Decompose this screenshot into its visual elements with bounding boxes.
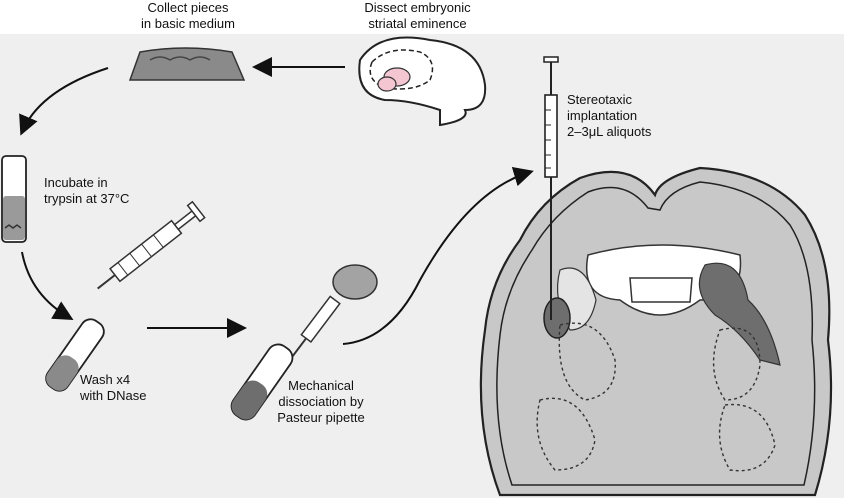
collect-line1: Collect pieces <box>147 0 229 15</box>
header-band <box>0 0 844 34</box>
arrow-incubate-to-wash <box>21 251 74 320</box>
brain-section <box>479 166 833 497</box>
arrow-mechanical-to-implant <box>342 167 534 345</box>
flow-arrows <box>19 57 534 345</box>
implant-label: Stereotaxic implantation 2–3μL aliquots <box>567 92 651 140</box>
mechanical-line2: dissociation by <box>278 394 364 409</box>
implant-line1: Stereotaxic <box>567 92 633 107</box>
incubate-line2: trypsin at 37°C <box>44 191 130 206</box>
embryo-brain-icon <box>358 36 487 127</box>
collect-label: Collect pieces in basic medium <box>123 0 253 32</box>
implant-line3: 2–3μL aliquots <box>567 124 652 139</box>
wash-label: Wash x4 with DNase <box>80 372 146 404</box>
implant-line2: implantation <box>567 108 638 123</box>
collect-line2: in basic medium <box>141 16 235 31</box>
petri-dish-icon <box>128 47 246 81</box>
wash-line1: Wash x4 <box>80 372 131 387</box>
syringe-icon <box>97 200 206 290</box>
dissect-label: Dissect embryonic striatal eminence <box>340 0 495 32</box>
arrow-collect-to-incubate <box>19 67 109 136</box>
wash-line2: with DNase <box>80 388 147 403</box>
mechanical-label: Mechanical dissociation by Pasteur pipet… <box>266 378 376 426</box>
graft-site <box>543 297 571 339</box>
incubate-label: Incubate in trypsin at 37°C <box>44 175 129 207</box>
dissect-line1: Dissect embryonic <box>364 0 471 15</box>
dissociation-tube-icon <box>230 343 294 421</box>
test-tube-icon <box>1 155 27 243</box>
dissect-line2: striatal eminence <box>368 16 467 31</box>
incubate-line1: Incubate in <box>44 175 108 190</box>
right-ventricle <box>698 262 781 366</box>
pasteur-pipette-icon <box>280 264 378 373</box>
mechanical-line1: Mechanical <box>288 378 354 393</box>
mechanical-line3: Pasteur pipette <box>277 410 365 425</box>
wash-tube-icon <box>45 318 105 392</box>
stereotaxic-syringe-icon <box>543 56 559 320</box>
